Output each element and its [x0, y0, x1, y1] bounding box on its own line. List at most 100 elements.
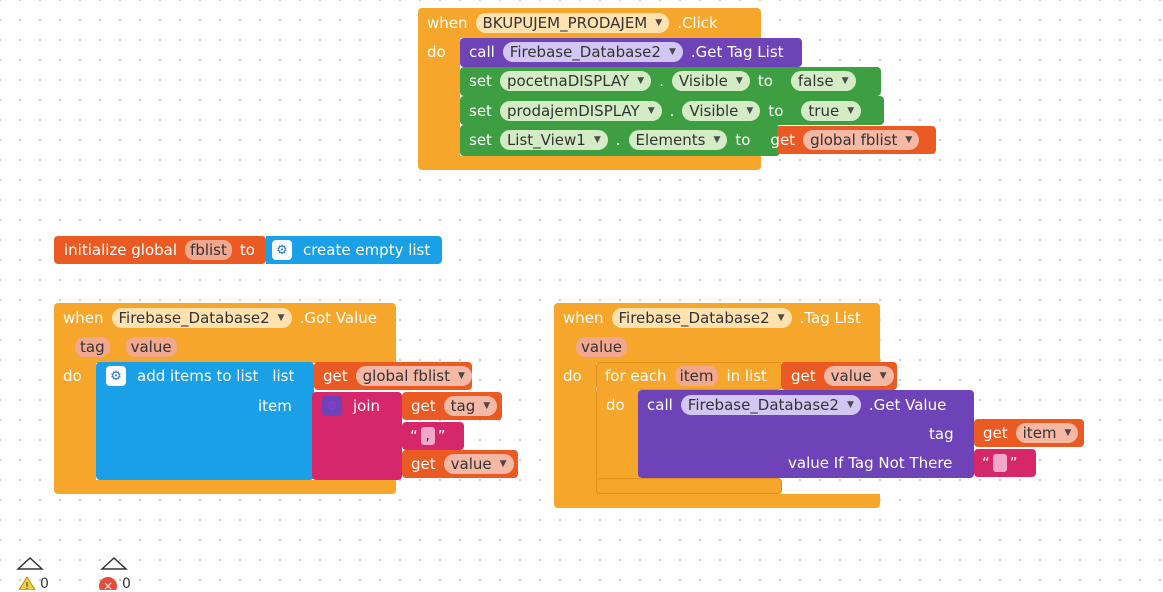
set-keyword: set — [469, 102, 492, 120]
dropdown-arrow-icon: ▼ — [637, 76, 645, 86]
get-keyword: get — [770, 131, 796, 149]
text-literal-field[interactable] — [992, 454, 1007, 472]
in-list-label: in list — [726, 367, 767, 385]
create-empty-list-block[interactable] — [266, 236, 442, 264]
dropdown-arrow-icon: ▼ — [1064, 428, 1072, 438]
event-block-spine — [54, 360, 96, 485]
method-name: .Get Tag List — [690, 43, 784, 61]
open-quote: “ — [410, 427, 418, 445]
dropdown-arrow-icon: ▼ — [777, 313, 785, 323]
variable-dropdown[interactable]: item▼ — [1015, 423, 1079, 443]
to-keyword: to — [239, 241, 255, 259]
add-items-label: add items to list — [137, 367, 259, 385]
dropdown-arrow-icon: ▼ — [647, 106, 655, 116]
do-keyword: do — [63, 367, 82, 385]
parameter-value[interactable]: value — [576, 337, 627, 357]
when-keyword: when — [427, 14, 468, 32]
call-keyword: call — [647, 396, 673, 414]
gear-icon[interactable]: ⚙ — [271, 240, 292, 260]
get-keyword: get — [983, 424, 1008, 442]
event-block-footer — [554, 494, 880, 508]
collapse-warnings-icon[interactable] — [16, 556, 44, 570]
event-block-footer — [54, 480, 396, 494]
close-quote: ” — [437, 427, 446, 445]
dot-separator: . — [659, 72, 664, 90]
default-value-socket-label: value If Tag Not There — [788, 454, 953, 472]
dropdown-arrow-icon: ▼ — [458, 371, 465, 381]
text-literal-field[interactable]: , — [420, 427, 435, 445]
variable-dropdown[interactable]: value▼ — [443, 454, 514, 474]
property-dropdown[interactable]: Elements▼ — [628, 130, 728, 150]
initialize-global-label: initialize global — [64, 241, 178, 259]
loop-variable-item[interactable]: item — [674, 366, 719, 386]
list-socket-label: list — [272, 367, 295, 385]
property-dropdown[interactable]: Visible▼ — [671, 71, 750, 91]
dropdown-arrow-icon: ▼ — [846, 400, 854, 410]
do-keyword: do — [427, 43, 446, 61]
dropdown-arrow-icon: ▼ — [905, 135, 913, 145]
boolean-dropdown[interactable]: true▼ — [801, 101, 862, 121]
set-keyword: set — [469, 131, 492, 149]
event-block-spine — [418, 36, 460, 166]
component-dropdown[interactable]: Firebase_Database2▼ — [680, 395, 861, 415]
to-keyword: to — [757, 72, 773, 90]
event-name: .Click — [677, 14, 718, 32]
variable-dropdown[interactable]: value▼ — [823, 366, 894, 386]
open-quote: “ — [982, 454, 990, 472]
get-keyword: get — [411, 455, 436, 473]
component-dropdown[interactable]: pocetnaDISPLAY▼ — [499, 71, 652, 91]
dropdown-arrow-icon: ▼ — [841, 76, 849, 86]
component-dropdown[interactable]: Firebase_Database2▼ — [502, 42, 683, 62]
set-keyword: set — [469, 72, 492, 90]
variable-dropdown[interactable]: global fblist▼ — [355, 366, 472, 386]
do-keyword: do — [606, 396, 625, 414]
event-name: .Got Value — [299, 309, 378, 327]
event-block-spine — [554, 360, 596, 500]
dot-separator: . — [615, 131, 621, 149]
error-icon: × — [99, 577, 117, 590]
parameter-tag[interactable]: tag — [75, 337, 110, 357]
dropdown-arrow-icon: ▼ — [735, 76, 743, 86]
parameter-value[interactable]: value — [125, 337, 177, 357]
variable-dropdown[interactable]: tag▼ — [443, 396, 498, 416]
tag-socket-label: tag — [929, 425, 954, 443]
dropdown-arrow-icon: ▼ — [713, 135, 721, 145]
dropdown-arrow-icon: ▼ — [593, 135, 601, 145]
dropdown-arrow-icon: ▼ — [668, 47, 676, 57]
svg-text:×: × — [103, 579, 113, 590]
add-items-to-list-block[interactable] — [96, 362, 314, 480]
when-keyword: when — [63, 309, 104, 327]
dropdown-arrow-icon: ▼ — [499, 459, 507, 469]
dropdown-arrow-icon: ▼ — [277, 313, 285, 323]
variable-dropdown[interactable]: global fblist▼ — [803, 130, 920, 150]
property-dropdown[interactable]: Visible▼ — [682, 101, 761, 121]
component-dropdown[interactable]: BKUPUJEM_PRODAJEM▼ — [475, 13, 670, 33]
dropdown-arrow-icon: ▼ — [879, 371, 887, 381]
to-keyword: to — [735, 131, 751, 149]
get-keyword: get — [411, 397, 436, 415]
component-dropdown[interactable]: List_View1▼ — [499, 130, 608, 150]
for-each-footer — [596, 478, 782, 494]
warnings-count: 0 — [40, 576, 49, 592]
get-keyword: get — [791, 367, 816, 385]
component-dropdown[interactable]: Firebase_Database2▼ — [611, 308, 792, 328]
to-keyword: to — [768, 102, 784, 120]
event-block-footer — [418, 156, 761, 170]
gear-icon[interactable]: ⚙ — [322, 396, 342, 416]
boolean-dropdown[interactable]: false▼ — [790, 71, 856, 91]
method-name: .Get Value — [868, 396, 947, 414]
component-dropdown[interactable]: Firebase_Database2▼ — [111, 308, 292, 328]
gear-icon[interactable]: ⚙ — [106, 366, 126, 386]
component-dropdown[interactable]: prodajemDISPLAY▼ — [499, 101, 662, 121]
for-each-label: for each — [605, 367, 667, 385]
dot-separator: . — [669, 102, 675, 120]
variable-name-field[interactable]: fblist — [185, 240, 232, 260]
collapse-errors-icon[interactable] — [100, 556, 128, 570]
warning-icon: ! — [18, 576, 36, 590]
dropdown-arrow-icon: ▼ — [655, 18, 663, 28]
when-keyword: when — [563, 309, 604, 327]
dropdown-arrow-icon: ▼ — [847, 106, 855, 116]
do-keyword: do — [563, 367, 582, 385]
event-name: .Tag List — [799, 309, 861, 327]
